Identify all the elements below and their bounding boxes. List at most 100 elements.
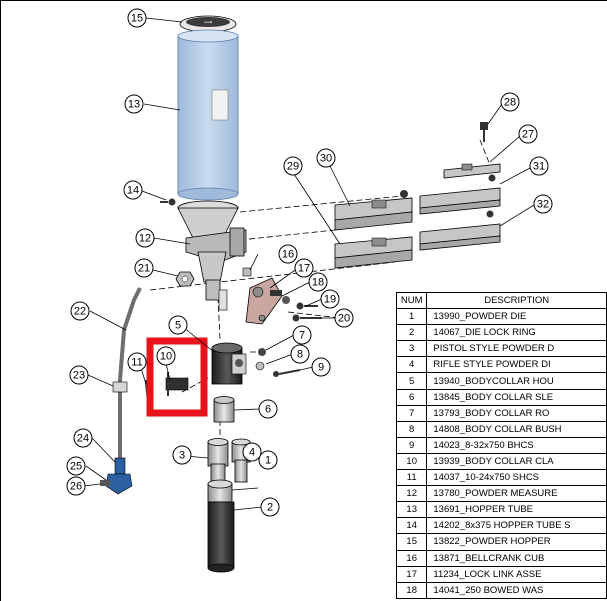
bom-cell-desc: 14808_BODY COLLAR BUSH	[426, 420, 607, 438]
bom-cell-desc: 13871_BELLCRANK CUB	[426, 549, 607, 567]
callout-32: 32	[533, 194, 553, 214]
callout-12: 12	[135, 228, 155, 248]
callout-25: 25	[66, 456, 86, 476]
bom-cell-desc: PISTOL STYLE POWDER D	[426, 340, 607, 358]
callout-label: 25	[70, 461, 82, 473]
callout-label: 29	[287, 161, 299, 173]
hopper-tube-screw	[160, 198, 176, 206]
callout-label: 3	[179, 450, 185, 462]
bom-cell-desc: 13990_POWDER DIE	[426, 308, 607, 326]
callout-15: 15	[127, 8, 147, 28]
slider-rails	[334, 163, 501, 269]
callout-19: 19	[320, 289, 340, 309]
bom-cell-num: 14	[396, 517, 428, 535]
nut-21	[175, 271, 195, 287]
screw-28	[480, 122, 488, 142]
leader-lines	[83, 17, 535, 511]
callout-label: 19	[324, 294, 336, 306]
highlight-box-10	[146, 337, 208, 417]
callout-label: 22	[74, 306, 86, 318]
callout-label: 9	[318, 362, 324, 374]
callout-6: 6	[258, 399, 278, 419]
bom-cell-desc: 14202_8x375 HOPPER TUBE S	[426, 517, 607, 535]
bom-cell-desc: 13845_BODY COLLAR SLE	[426, 388, 607, 406]
callout-label: 1	[265, 455, 271, 467]
powder-measure-body	[177, 200, 247, 311]
bom-cell-desc: 11234_LOCK LINK ASSE	[426, 565, 607, 583]
hopper-tube	[177, 29, 239, 201]
callout-label: 15	[131, 13, 143, 25]
bom-cell-num: 16	[396, 549, 428, 567]
callout-7: 7	[292, 325, 312, 345]
body-collar-sleeve	[213, 396, 235, 423]
bom-cell-desc: 14037_10-24x750 SHCS	[426, 469, 607, 487]
callout-14: 14	[123, 180, 143, 200]
callout-label: 2	[267, 502, 273, 514]
top-border	[0, 0, 607, 1]
callout-31: 31	[529, 156, 549, 176]
callout-22: 22	[70, 301, 90, 321]
callout-17: 17	[294, 258, 314, 278]
logo-mark: ⟿	[204, 20, 213, 26]
callout-label: 27	[522, 129, 534, 141]
bom-cell-num: 4	[396, 356, 428, 374]
callout-27: 27	[518, 124, 538, 144]
callout-8: 8	[290, 344, 310, 364]
callout-18: 18	[308, 272, 328, 292]
callout-label: 4	[249, 447, 255, 459]
callout-label: 6	[265, 404, 271, 416]
callout-4: 4	[242, 442, 262, 462]
bom-header-num: NUM	[396, 292, 428, 310]
callout-label: 10	[160, 351, 172, 363]
bom-cell-num: 17	[396, 565, 428, 583]
bom-cell-num: 2	[396, 324, 428, 342]
callout-label: 17	[298, 263, 310, 275]
bom-cell-desc: 13780_POWDER MEASURE	[426, 485, 607, 503]
callout-label: 16	[282, 249, 294, 261]
callout-label: 7	[299, 330, 305, 342]
callout-label: 23	[73, 370, 85, 382]
callout-label: 26	[70, 481, 82, 493]
callout-label: 31	[533, 161, 545, 173]
bom-cell-num: 15	[396, 533, 428, 551]
callout-23: 23	[69, 365, 89, 385]
hopper-cap: ⟿	[179, 15, 237, 33]
bom-cell-num: 18	[396, 581, 428, 599]
bom-cell-num: 13	[396, 501, 428, 519]
callout-20: 20	[334, 308, 354, 328]
callout-11: 11	[127, 352, 147, 372]
bom-cell-num: 11	[396, 469, 428, 487]
body-collar-housing	[211, 342, 247, 385]
lock-link-assembly	[245, 277, 290, 325]
callout-5: 5	[168, 315, 188, 335]
callout-3: 3	[172, 445, 192, 465]
callout-label: 30	[320, 153, 332, 165]
callout-24: 24	[73, 428, 93, 448]
callout-29: 29	[283, 156, 303, 176]
bom-cell-desc: RIFLE STYLE POWDER DI	[426, 356, 607, 374]
bom-cell-num: 5	[396, 372, 428, 390]
body-collar-clamp	[165, 372, 189, 396]
callout-label: 13	[128, 99, 140, 111]
callout-label: 21	[138, 263, 150, 275]
bom-cell-num: 12	[396, 485, 428, 503]
